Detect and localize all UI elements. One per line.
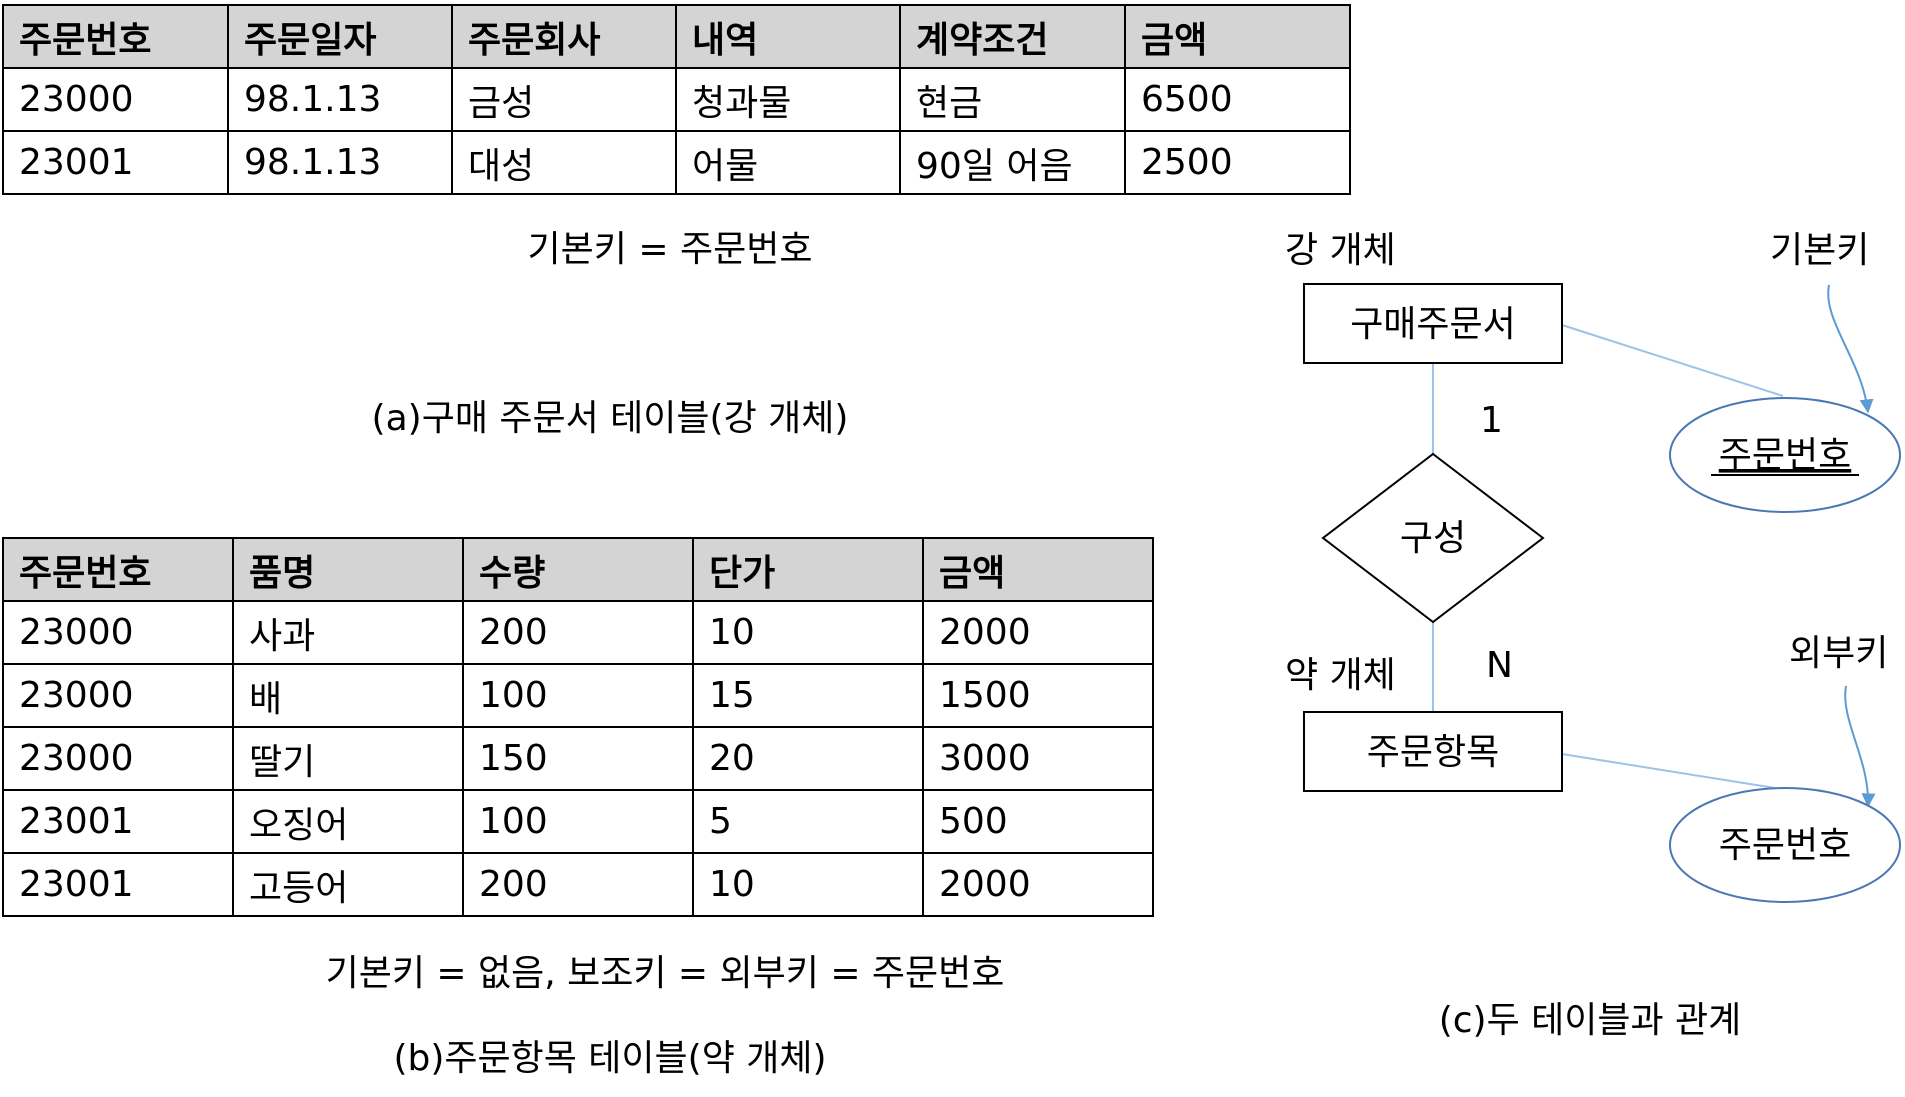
strong-entity-box <box>1303 283 1563 364</box>
table-cell: 15 <box>692 663 924 728</box>
table-cell: 23000 <box>2 726 234 791</box>
table-a-caption: (a)구매 주문서 테이블(강 개체) <box>371 398 849 439</box>
table-cell: 98.1.13 <box>227 67 453 132</box>
header-cell: 금액 <box>922 537 1154 602</box>
table-cell: 6500 <box>1124 67 1351 132</box>
table-b-key-note: 기본키 = 없음, 보조키 = 외부키 = 주문번호 <box>325 953 1005 994</box>
table-header-row: 주문번호 품명 수량 단가 금액 <box>2 537 1154 602</box>
table-cell: 금성 <box>451 67 677 132</box>
table-cell: 100 <box>462 663 694 728</box>
weak-entity-type-label: 약 개체 <box>1285 655 1396 696</box>
table-cell: 배 <box>232 663 464 728</box>
fk-label: 외부키 <box>1789 633 1888 674</box>
purchase-order-table: 주문번호 주문일자 주문회사 내역 계약조건 금액 23000 98.1.13 … <box>2 4 1351 195</box>
table-cell: 2000 <box>922 852 1154 917</box>
table-cell: 고등어 <box>232 852 464 917</box>
weak-to-attr-line <box>1561 753 1776 789</box>
fk-attribute-ellipse <box>1669 787 1901 903</box>
table-cell: 23000 <box>2 663 234 728</box>
fk-arrow <box>1844 685 1876 808</box>
table-cell: 200 <box>462 600 694 665</box>
table-cell: 20 <box>692 726 924 791</box>
table-cell: 23001 <box>2 130 229 195</box>
cardinality-many: N <box>1486 645 1513 686</box>
header-cell: 수량 <box>462 537 694 602</box>
table-cell: 현금 <box>899 67 1126 132</box>
weak-entity-label: 주문항목 <box>1367 732 1499 773</box>
table-row: 23000 배 100 15 1500 <box>2 663 1154 728</box>
table-cell: 23001 <box>2 789 234 854</box>
table-header-row: 주문번호 주문일자 주문회사 내역 계약조건 금액 <box>2 4 1351 69</box>
header-cell: 내역 <box>675 4 901 69</box>
table-cell: 2500 <box>1124 130 1351 195</box>
table-row: 23001 오징어 100 5 500 <box>2 789 1154 854</box>
table-cell: 23000 <box>2 67 229 132</box>
table-cell: 1500 <box>922 663 1154 728</box>
header-cell: 주문일자 <box>227 4 453 69</box>
weak-entity-box <box>1303 711 1563 792</box>
table-cell: 10 <box>692 600 924 665</box>
table-cell: 23000 <box>2 600 234 665</box>
er-diagram: 구매주문서 구성 주문항목 주문번호 주문번호 강 개체 약 개체 기본키 외부… <box>1285 230 1901 903</box>
header-cell: 품명 <box>232 537 464 602</box>
table-cell: 대성 <box>451 130 677 195</box>
table-cell: 10 <box>692 852 924 917</box>
header-cell: 단가 <box>692 537 924 602</box>
relationship-diamond <box>1321 452 1545 624</box>
table-cell: 어물 <box>675 130 901 195</box>
cardinality-one: 1 <box>1480 400 1503 441</box>
header-cell: 금액 <box>1124 4 1351 69</box>
table-cell: 2000 <box>922 600 1154 665</box>
table-row: 23000 사과 200 10 2000 <box>2 600 1154 665</box>
table-cell: 100 <box>462 789 694 854</box>
header-cell: 주문번호 <box>2 537 234 602</box>
table-b-caption: (b)주문항목 테이블(약 개체) <box>393 1038 827 1079</box>
table-cell: 23001 <box>2 852 234 917</box>
table-cell: 5 <box>692 789 924 854</box>
pk-attribute-ellipse <box>1669 397 1901 513</box>
pk-arrow <box>1827 284 1874 414</box>
table-cell: 청과물 <box>675 67 901 132</box>
pk-label: 기본키 <box>1770 230 1869 271</box>
table-row: 23001 98.1.13 대성 어물 90일 어음 2500 <box>2 130 1351 195</box>
header-cell: 계약조건 <box>899 4 1126 69</box>
table-cell: 오징어 <box>232 789 464 854</box>
strong-entity-label: 구매주문서 <box>1350 304 1516 345</box>
table-cell: 98.1.13 <box>227 130 453 195</box>
pk-attribute-label: 주문번호 <box>1719 435 1851 476</box>
table-cell: 사과 <box>232 600 464 665</box>
table-cell: 500 <box>922 789 1154 854</box>
order-item-table: 주문번호 품명 수량 단가 금액 23000 사과 200 10 2000 23… <box>2 537 1154 917</box>
header-cell: 주문번호 <box>2 4 229 69</box>
table-a-key-note: 기본키 = 주문번호 <box>527 229 813 270</box>
table-cell: 딸기 <box>232 726 464 791</box>
header-cell: 주문회사 <box>451 4 677 69</box>
table-row: 23001 고등어 200 10 2000 <box>2 852 1154 917</box>
table-cell: 3000 <box>922 726 1154 791</box>
er-caption: (c)두 테이블과 관계 <box>1438 1000 1742 1041</box>
table-row: 23000 98.1.13 금성 청과물 현금 6500 <box>2 67 1351 132</box>
table-cell: 200 <box>462 852 694 917</box>
fk-attribute-label: 주문번호 <box>1719 825 1851 866</box>
connector-lines <box>1432 324 1784 789</box>
table-cell: 150 <box>462 726 694 791</box>
relationship-label: 구성 <box>1400 518 1466 559</box>
table-row: 23000 딸기 150 20 3000 <box>2 726 1154 791</box>
strong-entity-type-label: 강 개체 <box>1285 230 1396 271</box>
table-cell: 90일 어음 <box>899 130 1126 195</box>
strong-to-attr-line <box>1561 324 1784 397</box>
